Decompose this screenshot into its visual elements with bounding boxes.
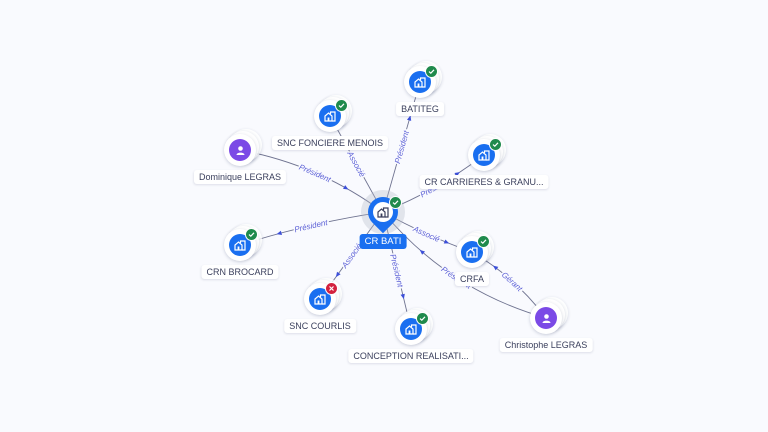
company-avatar[interactable] (309, 288, 331, 310)
edge-arrow-icon (406, 115, 412, 121)
edge-arrow-icon (443, 239, 450, 244)
building-icon (405, 323, 417, 335)
status-badge-active (245, 228, 258, 241)
check-icon (492, 142, 499, 148)
edge-arrow-icon (454, 172, 460, 177)
node-label[interactable]: CONCEPTION REALISATI... (348, 349, 474, 363)
building-icon (478, 149, 490, 161)
edge-label: Président (298, 163, 333, 185)
edge-arrow-icon (419, 249, 425, 255)
company-avatar[interactable] (461, 241, 483, 263)
status-badge-active (489, 138, 502, 151)
node-label[interactable]: BATITEG (396, 102, 444, 116)
node-label[interactable]: CRN BROCARD (201, 265, 279, 279)
building-icon (414, 76, 426, 88)
check-icon (248, 232, 255, 238)
edge-label: Associé (411, 224, 442, 244)
node-label[interactable]: CRFA (454, 272, 490, 286)
company-avatar[interactable] (400, 318, 422, 340)
building-icon (377, 206, 389, 218)
edge-label: Président (293, 218, 329, 235)
node-label[interactable]: CR BATI (359, 234, 407, 249)
edge-label: Président (388, 253, 405, 289)
check-icon (428, 69, 435, 75)
node-label[interactable]: CR CARRIERES & GRANU... (419, 175, 549, 189)
company-avatar[interactable] (409, 71, 431, 93)
check-icon (419, 316, 426, 322)
edge-arrow-icon (276, 230, 282, 236)
status-badge-closed (325, 282, 338, 295)
company-avatar[interactable] (473, 144, 495, 166)
person-avatar[interactable] (229, 139, 251, 161)
building-icon (466, 246, 478, 258)
edge-label: Associé (345, 149, 367, 179)
center-icon-wrap (373, 202, 393, 222)
building-icon (324, 110, 336, 122)
edge-arrow-icon (492, 265, 499, 271)
node-label[interactable]: Christophe LEGRAS (499, 338, 593, 352)
building-icon (234, 239, 246, 251)
check-icon (392, 200, 399, 206)
edge-arrow-icon (335, 271, 341, 278)
edge-label: Président (393, 129, 411, 165)
status-badge-active (477, 235, 490, 248)
node-label[interactable]: SNC FONCIERE MENOIS (271, 136, 389, 150)
status-badge-active (335, 99, 348, 112)
node-label[interactable]: SNC COURLIS (284, 319, 356, 333)
check-icon (480, 239, 487, 245)
node-label[interactable]: Dominique LEGRAS (193, 170, 287, 184)
company-avatar[interactable] (229, 234, 251, 256)
status-badge-active (389, 196, 402, 209)
company-avatar[interactable] (319, 105, 341, 127)
status-badge-active (425, 65, 438, 78)
status-badge-active (416, 312, 429, 325)
person-avatar[interactable] (535, 307, 557, 329)
building-icon (314, 293, 326, 305)
close-icon (329, 286, 334, 291)
edge-arrow-icon (343, 185, 349, 190)
person-icon (236, 145, 244, 155)
person-icon (542, 313, 550, 323)
edge-arrow-icon (400, 293, 405, 300)
edge-label: Gérant (500, 270, 525, 293)
check-icon (338, 103, 345, 109)
